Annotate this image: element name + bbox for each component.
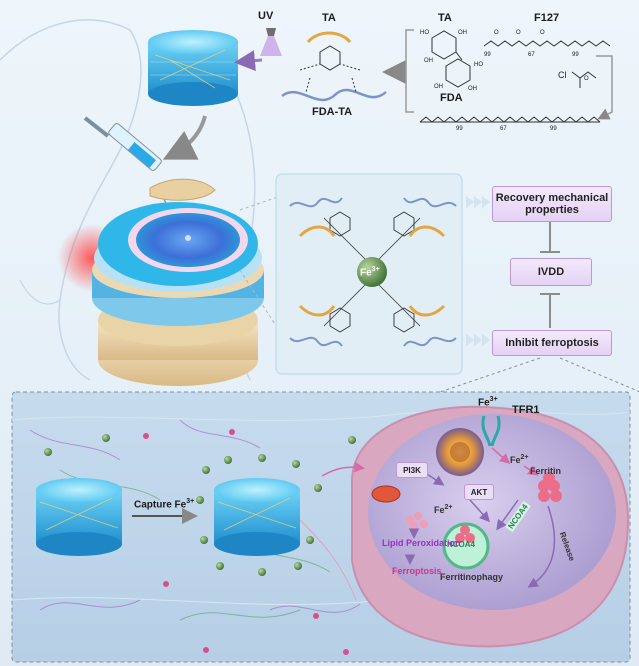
- recovery-box: Recovery mechanical properties: [492, 186, 612, 222]
- fe2-label-b: Fe2+: [434, 504, 453, 515]
- hydrogel-top: [148, 30, 238, 106]
- fda-n99d: 99: [550, 126, 557, 132]
- ivdd-box: IVDD: [510, 258, 592, 286]
- o-mark-2: O: [516, 30, 521, 36]
- pi3k-box: PI3K: [396, 462, 428, 478]
- tfr1-label: TFR1: [512, 404, 540, 416]
- o-mark-1: O: [494, 30, 499, 36]
- fda-ta-structure: [281, 31, 387, 102]
- f127-n99b: 99: [572, 52, 579, 58]
- ta-molecule: [431, 30, 471, 88]
- ferritin-label: Ferritin: [530, 466, 562, 476]
- fda-n99c: 99: [456, 126, 463, 132]
- akt-box: AKT: [464, 484, 494, 500]
- hydrogel-bottom-left: [36, 478, 122, 556]
- ferroptosis-label: Ferroptosis: [392, 566, 442, 576]
- inhibit-box: Inhibit ferroptosis: [492, 330, 612, 356]
- ta-label-left: TA: [322, 12, 336, 24]
- oh-mark-3: OH: [424, 58, 433, 64]
- oh-mark-2: OH: [458, 30, 467, 36]
- oh-mark-5: OH: [434, 84, 443, 90]
- ferritinophagy-label: Ferritinophagy: [440, 572, 504, 582]
- cell: [321, 405, 630, 648]
- o-mark-3: O: [540, 30, 545, 36]
- ncoa4-label: NCOA4: [447, 540, 476, 549]
- f127-n67a: 67: [528, 52, 535, 58]
- fe-crosslink-network: [289, 197, 457, 347]
- cl-label: Cl: [558, 70, 567, 80]
- f127-label: F127: [534, 12, 560, 24]
- oh-mark-1: HO: [420, 30, 429, 36]
- fe-ions: [44, 434, 364, 576]
- fda-ta-label: FDA-TA: [312, 106, 353, 118]
- fda-label: FDA: [440, 92, 463, 104]
- fe3-top-label: Fe3+: [478, 396, 498, 409]
- uv-label: UV: [258, 10, 274, 22]
- fe-center-label: Fe3+: [360, 266, 380, 279]
- ta-label-right: TA: [438, 12, 452, 24]
- capture-label: Capture Fe3+: [134, 498, 195, 511]
- fda-n67b: 67: [500, 126, 507, 132]
- f127-n99a: 99: [484, 52, 491, 58]
- fe-sphere: [357, 257, 387, 287]
- lipid-peroxidation-label: Lipid Peroxidation: [382, 538, 461, 548]
- fe2-label-a: Fe2+: [510, 454, 529, 465]
- oh-mark-4: HO: [474, 62, 483, 68]
- spine-model: [92, 178, 264, 386]
- hydrogel-bottom-right: [214, 478, 300, 556]
- o-mark-4: O: [584, 76, 589, 82]
- chevrons: [466, 196, 490, 346]
- oh-mark-6: OH: [468, 86, 477, 92]
